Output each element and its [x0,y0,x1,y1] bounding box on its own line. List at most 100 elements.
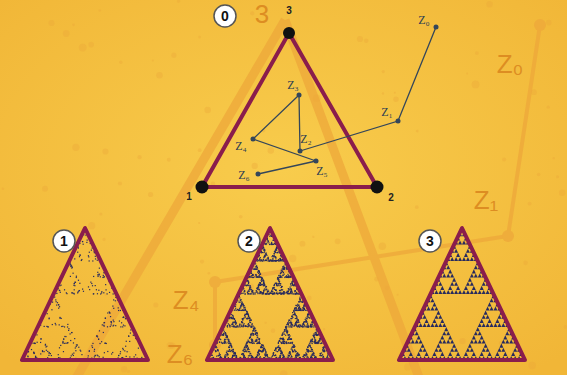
chaos-dot [273,287,274,288]
chaos-dot [244,348,245,349]
chaos-dot [68,328,69,329]
chaos-dot [302,310,303,311]
chaos-dot [294,349,295,350]
chaos-dot [104,352,105,353]
chaos-dot [247,318,248,319]
chaos-dot [45,345,46,346]
chaos-dot [141,357,142,358]
chaos-dot [321,342,322,343]
speckle [200,260,204,264]
chaos-dot [275,257,276,258]
chaos-dot [315,343,316,344]
chaos-dot [124,350,125,351]
chaos-dot [306,354,307,355]
chaos-dot [256,332,257,333]
chaos-dot [71,332,72,333]
speckle [260,349,263,352]
chaos-dot [264,288,265,289]
chaos-dot [263,257,264,258]
chaos-dot [316,343,317,344]
chaos-dot [260,274,261,275]
chaos-dot [253,328,254,329]
speckle [102,148,108,154]
chaos-dot [304,326,305,327]
speckle [379,243,386,250]
chaos-dot [231,346,232,347]
chaos-dot [74,282,75,283]
chaos-dot [113,299,114,300]
chaos-dot [276,292,277,293]
chaos-dot [275,258,276,259]
chaos-dot [275,250,276,251]
chaos-dot [249,320,250,321]
chaos-dot [219,355,220,356]
chaos-dot [55,323,56,324]
chaos-dot [291,283,292,284]
chaos-dot [287,343,288,344]
chaos-dot [107,351,108,352]
point-dot [314,159,319,164]
chaos-dot [249,276,250,277]
chaos-dot [252,290,253,291]
chaos-dot [243,353,244,354]
chaos-dot [40,338,41,339]
chaos-dot [277,351,278,352]
chaos-dot [260,283,261,284]
chaos-dot [109,311,110,312]
chaos-dot [221,342,222,343]
chaos-dot [281,260,282,261]
chaos-dot [27,356,28,357]
chaos-dot [314,357,315,358]
chaos-dot [74,293,75,294]
chaos-dot [111,321,112,322]
chaos-dot [277,277,278,278]
chaos-dot [95,256,96,257]
chaos-dot [287,324,288,325]
chaos-dot [242,354,243,355]
chaos-dot [241,310,242,311]
chaos-dot [313,352,314,353]
chaos-dot [72,273,73,274]
stage-triangle [207,228,333,361]
chaos-dot [105,343,106,344]
chaos-dot [258,352,259,353]
chaos-dot [234,322,235,323]
chaos-dot [99,330,100,331]
chaos-dot [251,326,252,327]
chaos-dot [264,349,265,350]
chaos-dot [267,241,268,242]
chaos-dot [280,273,281,274]
chaos-dot [247,342,248,343]
chaos-dot [95,355,96,356]
chaos-dot [279,348,280,349]
chaos-dot [259,340,260,341]
chaos-dot [229,351,230,352]
chaos-dot [271,291,272,292]
chaos-dot [275,260,276,261]
speckle [99,213,102,216]
chaos-dot [224,355,225,356]
chaos-dot [256,275,257,276]
chaos-dot [231,350,232,351]
chaos-dot [292,343,293,344]
chaos-dot [249,351,250,352]
chaos-dot [242,318,243,319]
chaos-dot [289,320,290,321]
chaos-dot [305,352,306,353]
chaos-dot [218,355,219,356]
chaos-dot [118,355,119,356]
chaos-dot [260,282,261,283]
chaos-dot [297,306,298,307]
speckle [198,222,200,224]
chaos-dot [272,291,273,292]
chaos-dot [261,252,262,253]
speckle [472,81,480,89]
chaos-dot [283,355,284,356]
chaos-dot [247,324,248,325]
chaos-dot [300,300,301,301]
chaos-dot [73,293,74,294]
chaos-dot [275,252,276,253]
chaos-dot [244,326,245,327]
chaos-dot [234,352,235,353]
